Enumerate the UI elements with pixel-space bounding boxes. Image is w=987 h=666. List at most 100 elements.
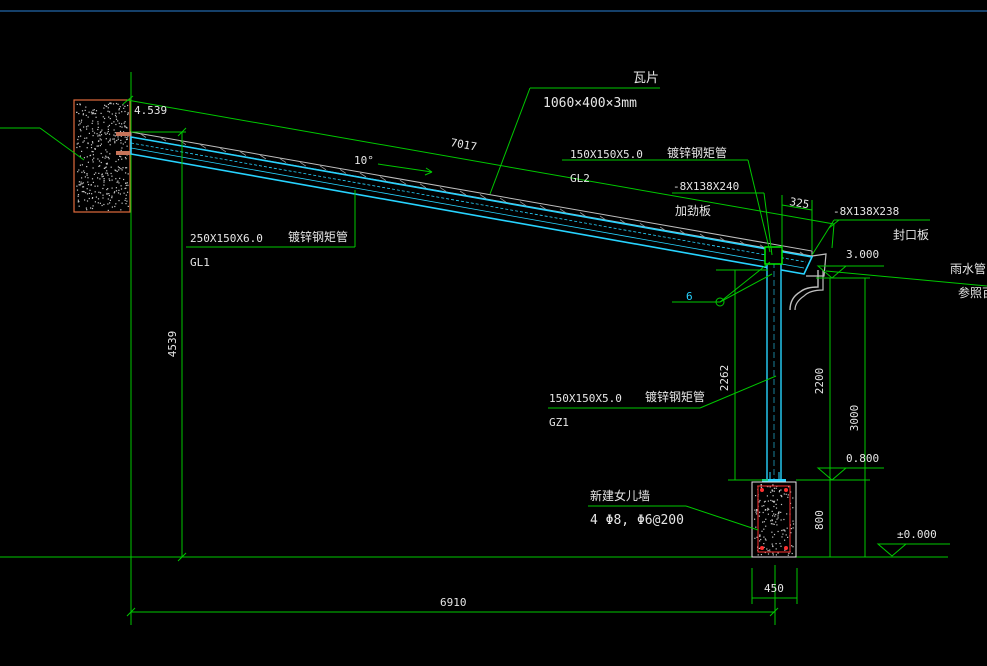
hatch-dot bbox=[113, 192, 115, 194]
gz1-spec: 150X150X5.0 bbox=[549, 392, 622, 405]
hatch-dot bbox=[89, 155, 91, 157]
hatch-dot bbox=[759, 535, 761, 537]
hatch-dot bbox=[97, 126, 99, 128]
hatch-dot bbox=[119, 177, 121, 179]
hatch-dot bbox=[790, 532, 792, 534]
hatch-dot bbox=[127, 205, 129, 207]
dim-4539-bot-tick bbox=[177, 552, 187, 562]
hatch-dot bbox=[778, 491, 780, 493]
hatch-dot bbox=[125, 167, 127, 169]
hatch-dot bbox=[767, 550, 769, 552]
hatch-dot bbox=[787, 554, 789, 556]
roof-sheet-leader bbox=[489, 87, 531, 195]
parapet-wall bbox=[751, 481, 797, 558]
hatch-dot bbox=[99, 145, 101, 147]
hatch-dot bbox=[773, 500, 776, 502]
hatch-dot bbox=[105, 133, 107, 135]
hatch-dot bbox=[776, 524, 778, 526]
slope-dim-ext-end bbox=[831, 223, 835, 249]
rebar-dot-1 bbox=[760, 488, 764, 492]
hatch-dot bbox=[127, 112, 129, 114]
beam-gl1-inner-line bbox=[130, 142, 807, 263]
hatch-dot bbox=[92, 159, 94, 161]
hatch-dot bbox=[118, 112, 120, 114]
hatch-dot bbox=[85, 114, 87, 116]
hatch-dot bbox=[110, 102, 112, 104]
hatch-dot bbox=[121, 123, 123, 125]
hatch-dot bbox=[117, 180, 119, 182]
hatch-dot bbox=[84, 176, 86, 178]
hatch-dot bbox=[115, 187, 117, 189]
hatch-dot bbox=[82, 114, 84, 116]
hatch-dot bbox=[117, 120, 119, 122]
hatch-dot bbox=[77, 199, 79, 201]
gz1-code: GZ1 bbox=[549, 416, 569, 429]
hatch-dot bbox=[767, 507, 769, 509]
hatch-dot bbox=[786, 527, 788, 529]
hatch-dot bbox=[111, 122, 113, 124]
hatch-dot bbox=[116, 181, 118, 183]
column-base-plate bbox=[762, 479, 786, 483]
hatch-dot bbox=[124, 187, 126, 190]
hatch-dot bbox=[777, 513, 779, 515]
hatch-dot bbox=[771, 543, 773, 545]
elevation-zero-text: ±0.000 bbox=[897, 528, 937, 541]
hatch-dot bbox=[787, 536, 789, 538]
hatch-dot bbox=[127, 191, 129, 193]
hatch-dot bbox=[92, 151, 94, 153]
hatch-dot bbox=[765, 509, 767, 511]
gl2-code: GL2 bbox=[570, 172, 590, 185]
hatch-dot bbox=[90, 207, 92, 209]
rebar-dot-2 bbox=[784, 488, 788, 492]
hatch-dot bbox=[103, 184, 105, 186]
top-elevation-small: 4.539 bbox=[134, 104, 167, 117]
hatch-dot bbox=[86, 200, 89, 202]
roof-rib bbox=[619, 219, 627, 225]
hatch-dot bbox=[104, 167, 106, 169]
hatch-dot bbox=[104, 117, 106, 120]
parapet-rebar-cage bbox=[757, 485, 791, 553]
hatch-dot bbox=[80, 121, 82, 123]
hatch-dot bbox=[119, 130, 122, 132]
hatch-dot bbox=[108, 124, 110, 126]
dim-4539-top-tick bbox=[177, 127, 187, 137]
hatch-dot bbox=[78, 205, 80, 207]
hatch-dot bbox=[85, 126, 88, 128]
hatch-dot bbox=[93, 113, 95, 115]
roof-rib bbox=[239, 151, 247, 156]
hatch-dot bbox=[108, 133, 111, 135]
hatch-dot bbox=[105, 155, 107, 157]
hatch-dot bbox=[81, 119, 83, 121]
hatch-dot bbox=[125, 184, 127, 186]
hatch-dot bbox=[117, 136, 119, 138]
hatch-dot bbox=[124, 121, 126, 123]
hatch-dot bbox=[83, 126, 85, 128]
hatch-dot bbox=[100, 161, 102, 164]
hatch-dot bbox=[81, 110, 84, 112]
hatch-dot bbox=[111, 179, 113, 181]
hatch-dot bbox=[775, 487, 777, 489]
hatch-dot bbox=[125, 194, 127, 196]
hatch-dot bbox=[93, 109, 95, 111]
hatch-dot bbox=[783, 518, 785, 521]
existing-wall-block bbox=[73, 99, 131, 213]
hatch-dot bbox=[107, 188, 109, 190]
hatch-dot bbox=[108, 193, 110, 195]
gl2-leader bbox=[747, 159, 771, 253]
roof-rib bbox=[299, 161, 307, 167]
hatch-dot bbox=[765, 525, 767, 527]
hatch-dot bbox=[102, 187, 104, 190]
slope-length-text: 7017 bbox=[449, 136, 477, 153]
hatch-dot bbox=[125, 187, 127, 189]
hatch-dot bbox=[86, 193, 89, 195]
height-4539-text: 4539 bbox=[166, 331, 179, 358]
hatch-dot bbox=[102, 116, 104, 118]
downpipe-text-1: 雨水管, bbox=[950, 261, 987, 276]
hatch-dot bbox=[792, 507, 794, 509]
hatch-dot bbox=[770, 523, 772, 525]
hatch-dot bbox=[93, 132, 96, 134]
hatch-dot bbox=[107, 126, 109, 128]
hatch-dot bbox=[754, 518, 756, 520]
hatch-dot bbox=[107, 174, 109, 176]
roof-sheet-spec: 1060×400×3mm bbox=[543, 96, 637, 111]
